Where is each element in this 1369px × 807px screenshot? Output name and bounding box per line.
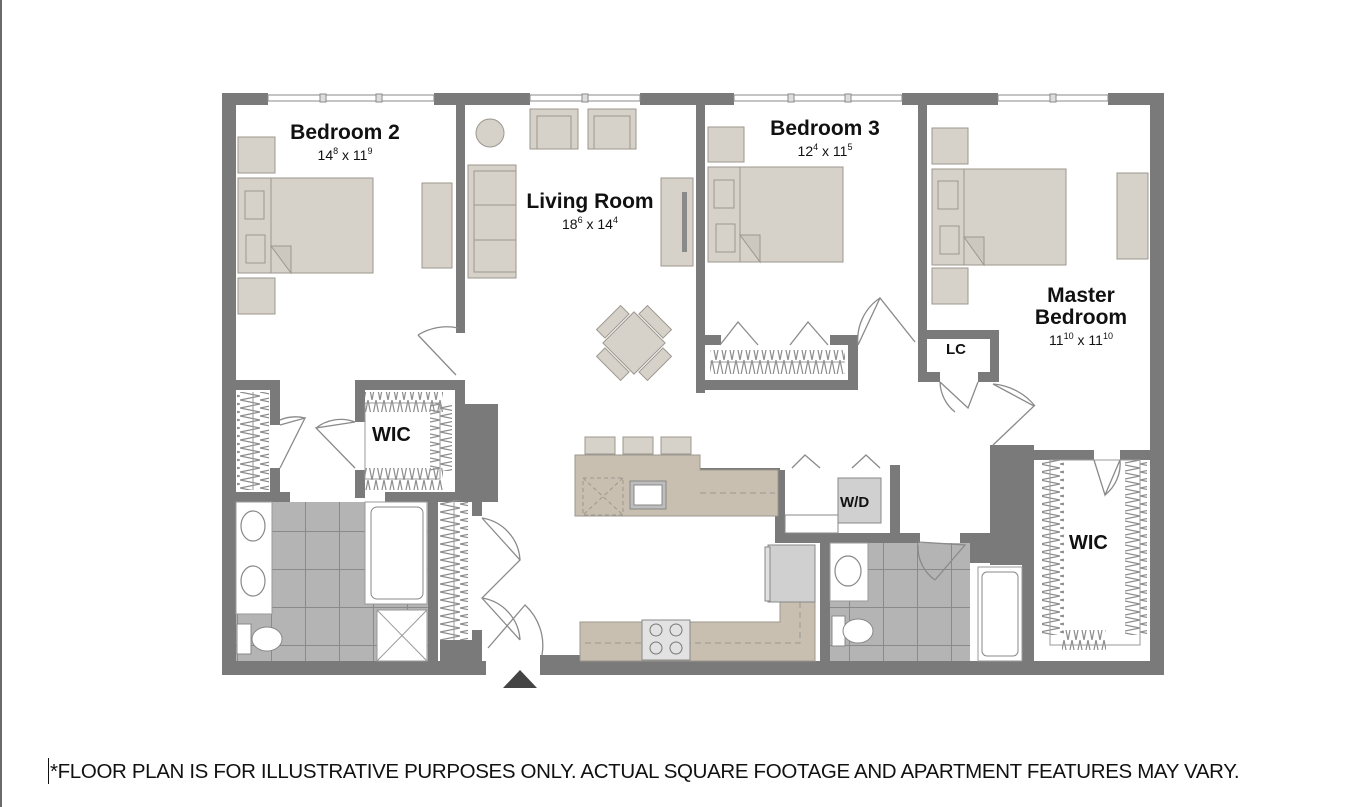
lc-label: LC: [946, 341, 966, 358]
room-name: Living Room: [526, 190, 654, 213]
interior-walls: [222, 93, 1164, 665]
closet-hangers: [237, 350, 1147, 650]
room-name: Bedroom 3: [770, 117, 880, 140]
room-name-line-1: Master: [1047, 284, 1115, 307]
text-cursor: [48, 758, 49, 784]
room-dimensions: 1110 x 1110: [1049, 331, 1113, 349]
bathroom-1: [235, 501, 428, 662]
room-label-bedroom-2: Bedroom 2 148 x 119: [282, 121, 408, 164]
page-edge-line: [0, 0, 2, 807]
room-dimensions: 148 x 119: [317, 146, 373, 164]
room-name-line-2: Bedroom: [1034, 306, 1128, 330]
washer-dryer-label: W/D: [840, 494, 870, 511]
bathroom-2: [829, 542, 1023, 662]
dresser: [421, 182, 453, 269]
disclaimer-text: *FLOOR PLAN IS FOR ILLUSTRATIVE PURPOSES…: [48, 758, 1240, 784]
wic-label-right: WIC: [1069, 532, 1108, 554]
tv-console: [660, 177, 694, 267]
room-label-master-bedroom: Master Bedroom 1110 x 1110: [1018, 284, 1144, 349]
room-label-bedroom-3: Bedroom 3 124 x 115: [760, 117, 890, 160]
room-dimensions: 186 x 144: [562, 215, 618, 233]
room-label-living-room: Living Room 186 x 144: [520, 190, 660, 233]
bedroom-2-furniture: [237, 136, 453, 315]
master-bedroom-furniture: [931, 127, 1149, 305]
room-name: Bedroom 2: [290, 121, 400, 144]
wic-label-left: WIC: [372, 424, 411, 446]
doors: [279, 296, 1121, 656]
room-dimensions: 124 x 115: [797, 142, 853, 160]
windows: [267, 93, 1109, 103]
bedroom-3-furniture: [707, 126, 844, 264]
living-room-furniture: [467, 108, 694, 382]
exterior-walls: [222, 93, 1164, 675]
entry-marker-icon: [503, 670, 537, 688]
kitchen: [574, 436, 890, 662]
nightstand: [237, 277, 276, 315]
nightstand: [237, 136, 276, 174]
sofa: [467, 164, 517, 279]
